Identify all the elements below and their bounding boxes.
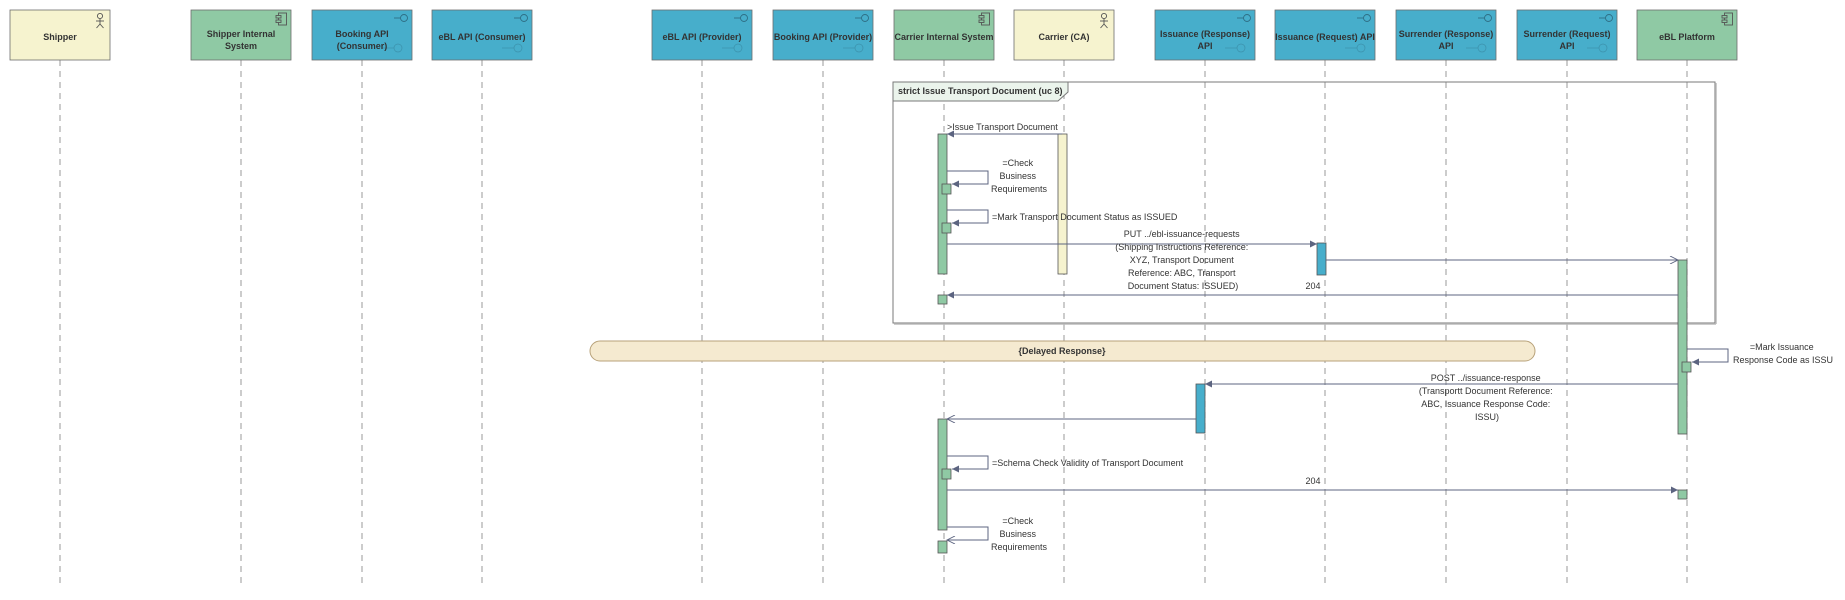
component-icon xyxy=(1721,12,1733,26)
participant-label: eBL Platform xyxy=(1659,32,1715,42)
activation-bars xyxy=(937,133,1692,554)
participant-label: Surrender (Request)API xyxy=(1523,29,1610,51)
participant-label: Surrender (Response)API xyxy=(1399,29,1494,51)
delay-label: {Delayed Response} xyxy=(1018,346,1106,356)
participant-booking-api-provider: Booking API (Provider) xyxy=(772,9,874,61)
participant-box xyxy=(1013,9,1115,61)
interface-watermark-icon xyxy=(1345,43,1366,53)
component-icon xyxy=(275,12,287,26)
lifelines xyxy=(59,60,1688,583)
activation-carrier-ca xyxy=(1057,133,1068,275)
participant-label: eBL API (Provider) xyxy=(662,32,741,42)
message-mark-response-code-arrow xyxy=(1687,348,1729,366)
participant-label: Shipper xyxy=(43,32,77,42)
message-issue-transport-document-label: >Issue Transport Document xyxy=(947,122,1058,132)
participant-shipper: Shipper xyxy=(9,9,111,61)
participant-issuance-request-api: Issuance (Request) API xyxy=(1274,9,1376,61)
participant-box xyxy=(9,9,111,61)
participant-carrier: Carrier (CA) xyxy=(1013,9,1115,61)
interface-icon xyxy=(1478,14,1492,22)
message-put-issuance-requests-label: PUT ../ebl-issuance-requests (Shipping I… xyxy=(1115,229,1251,291)
message-check-business-2-arrow xyxy=(947,526,989,540)
participant-label: Carrier (CA) xyxy=(1038,32,1089,42)
activation-ebl-platform xyxy=(1677,259,1688,435)
participant-issuance-response-api: Issuance (Response)API xyxy=(1154,9,1256,61)
message-check-business-2-label: =Check Business Requirements xyxy=(991,516,1048,552)
fragment-label: strict Issue Transport Document (uc 8) xyxy=(898,86,1063,96)
delayed-response: {Delayed Response} xyxy=(589,340,1536,362)
participant-carrier-internal: Carrier Internal System xyxy=(893,9,995,61)
participant-label: Booking API (Provider) xyxy=(774,32,872,42)
participant-label: Carrier Internal System xyxy=(894,32,993,42)
activation-ebl-platform-reply xyxy=(1677,489,1688,500)
activation-carrier-internal-1 xyxy=(937,133,948,275)
participant-ebl-platform: eBL Platform xyxy=(1636,9,1738,61)
message-mark-response-code-label: =Mark Issuance Response Code as ISSU xyxy=(1733,342,1833,365)
activation-carrier-self-1 xyxy=(941,183,952,195)
interface-icon xyxy=(1237,14,1251,22)
interface-watermark-icon xyxy=(1587,43,1608,53)
activation-carrier-self-4 xyxy=(937,540,948,554)
activation-issuance-request xyxy=(1316,242,1327,276)
participant-label: Booking API(Consumer) xyxy=(335,29,388,51)
participant-surrender-response-api: Surrender (Response)API xyxy=(1395,9,1497,61)
participant-label: Issuance (Request) API xyxy=(1275,32,1375,42)
delay-bar xyxy=(589,340,1536,362)
interface-icon xyxy=(855,14,869,22)
message-post-issuance-response-label: POST ../issuance-response (Transportt Do… xyxy=(1419,373,1555,422)
interface-watermark-icon xyxy=(382,43,403,53)
interface-icon xyxy=(1599,14,1613,22)
fragment-frame xyxy=(892,81,1716,324)
actor-icon xyxy=(1100,12,1108,29)
interface-icon xyxy=(394,14,408,22)
interface-icon xyxy=(1357,14,1371,22)
interface-watermark-icon xyxy=(843,43,864,53)
interface-watermark-icon xyxy=(502,43,523,53)
participant-box xyxy=(1636,9,1738,61)
message-check-business-1-label: =Check Business Requirements xyxy=(991,158,1048,194)
message-schema-check-label: =Schema Check Validity of Transport Docu… xyxy=(992,458,1184,468)
participant-surrender-request-api: Surrender (Request)API xyxy=(1516,9,1618,61)
activation-ebl-platform-self xyxy=(1681,361,1692,373)
message-check-business-1-arrow xyxy=(947,170,989,188)
component-icon xyxy=(978,12,990,26)
activation-carrier-self-3 xyxy=(941,468,952,480)
message-mark-status-issued-label: =Mark Transport Document Status as ISSUE… xyxy=(992,212,1178,222)
message-reply-204-1-label: 204 xyxy=(1305,281,1320,291)
participant-box xyxy=(893,9,995,61)
actor-icon xyxy=(96,12,104,29)
strict-fragment: strict Issue Transport Document (uc 8) xyxy=(892,81,1717,325)
participant-ebl-api-consumer: eBL API (Consumer) xyxy=(431,9,533,61)
participant-booking-api-consumer: Booking API(Consumer) xyxy=(311,9,413,61)
participant-label: eBL API (Consumer) xyxy=(438,32,525,42)
interface-watermark-icon xyxy=(1466,43,1487,53)
activation-issuance-response xyxy=(1195,383,1206,434)
participant-box xyxy=(190,9,292,61)
fragment-tab xyxy=(892,81,1069,102)
interface-icon xyxy=(734,14,748,22)
message-schema-check-arrow xyxy=(947,455,989,473)
message-mark-status-issued-arrow xyxy=(947,209,989,227)
message-reply-204-2-label: 204 xyxy=(1305,476,1320,486)
activation-carrier-self-2 xyxy=(941,222,952,234)
interface-watermark-icon xyxy=(1225,43,1246,53)
activation-carrier-internal-reply xyxy=(937,294,948,305)
interface-icon xyxy=(514,14,528,22)
interface-watermark-icon xyxy=(722,43,743,53)
participant-ebl-api-provider: eBL API (Provider) xyxy=(651,9,753,61)
participant-label: Issuance (Response)API xyxy=(1160,29,1250,51)
messages: >Issue Transport Document =Check Busines… xyxy=(947,122,1833,552)
